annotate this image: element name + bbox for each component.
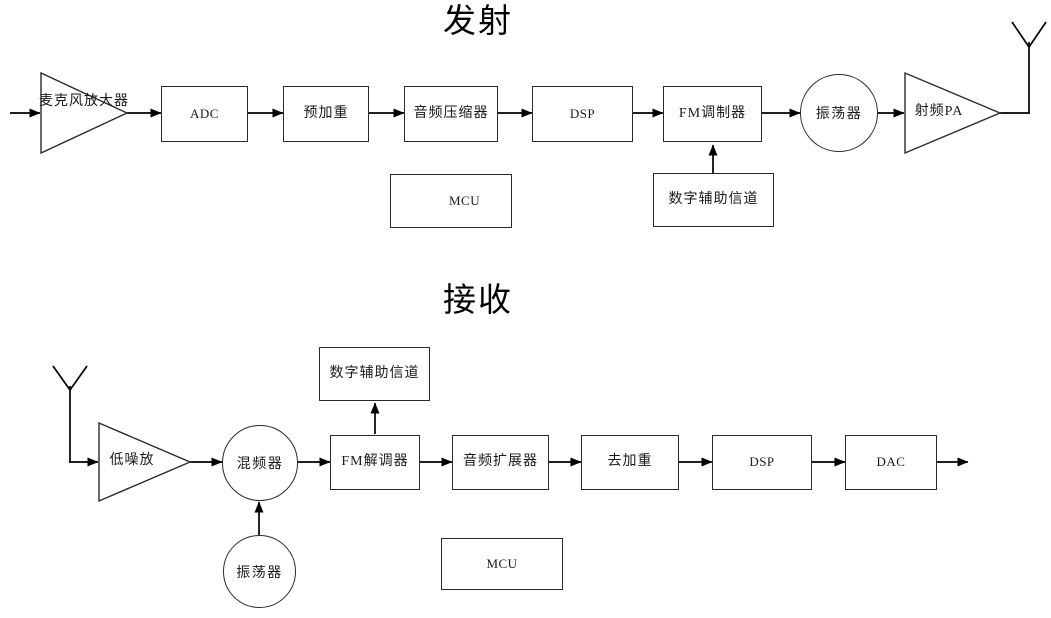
lna-label: 低噪放 [109, 453, 155, 468]
fm-modulator-block[interactable]: FM调制器 [663, 86, 762, 142]
mic-amplifier-block[interactable]: 麦克风放大器 [39, 71, 129, 155]
audio-compressor-block[interactable]: 音频压缩器 [404, 86, 498, 142]
mcu-block-tx[interactable]: MCU [390, 174, 512, 228]
transmit-section-title: 发射 [443, 1, 513, 40]
receive-antenna-icon [45, 360, 95, 470]
de-emphasis-block[interactable]: 去加重 [581, 435, 679, 490]
rf-pa-block[interactable]: 射频PA [904, 71, 1002, 155]
oscillator-block-tx[interactable]: 振荡器 [800, 74, 878, 152]
audio-expander-block[interactable]: 音频扩展器 [452, 435, 549, 490]
digital-aux-channel-block-rx[interactable]: 数字辅助信道 [319, 347, 430, 401]
digital-aux-channel-block-tx[interactable]: 数字辅助信道 [653, 173, 774, 227]
oscillator-block-rx[interactable]: 振荡器 [223, 535, 296, 608]
lna-block[interactable]: 低噪放 [98, 421, 192, 503]
mic-amplifier-label: 麦克风放大器 [39, 94, 129, 109]
mcu-block-rx[interactable]: MCU [441, 538, 563, 590]
dsp-block-rx[interactable]: DSP [712, 435, 812, 490]
fm-demodulator-block[interactable]: FM解调器 [330, 435, 420, 490]
receive-section-title: 接收 [443, 280, 513, 319]
adc-block[interactable]: ADC [161, 86, 248, 142]
rf-pa-label: 射频PA [914, 104, 964, 119]
dac-block[interactable]: DAC [845, 435, 937, 490]
mixer-block[interactable]: 混频器 [222, 425, 298, 501]
dsp-block-tx[interactable]: DSP [532, 86, 633, 142]
transmit-antenna-icon [1000, 18, 1050, 118]
pre-emphasis-block[interactable]: 预加重 [283, 86, 369, 142]
